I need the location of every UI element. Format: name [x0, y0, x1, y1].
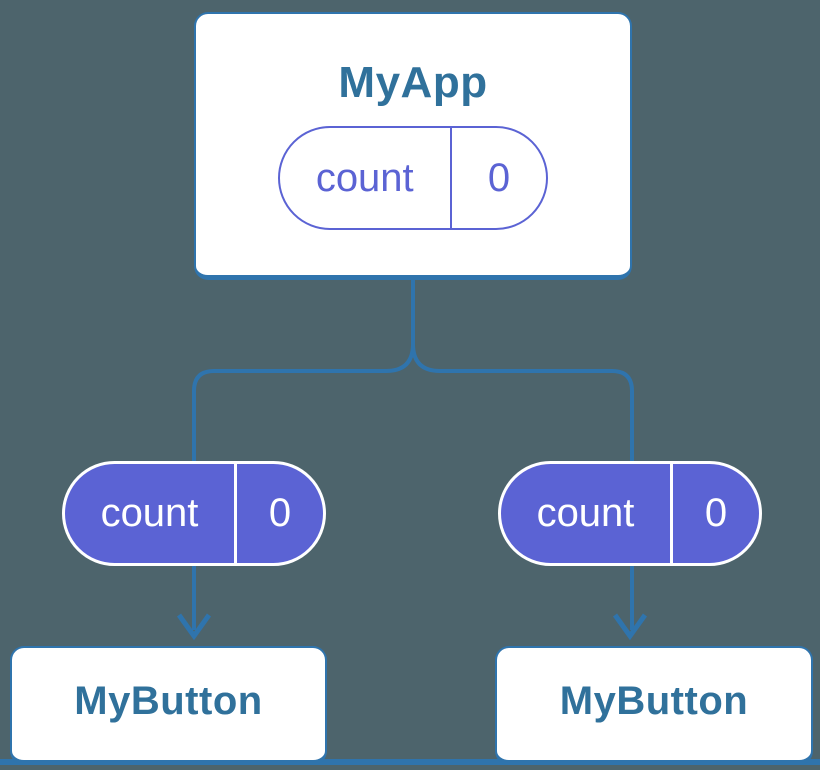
arrowhead-left-icon [176, 613, 212, 641]
pill-divider [234, 464, 237, 563]
prop-label: count [100, 491, 199, 535]
pill-divider [449, 128, 452, 228]
state-pill-myapp: count 0 [278, 126, 548, 230]
component-title: MyButton [559, 678, 749, 723]
component-card-mybutton-left: MyButton [10, 646, 327, 765]
prop-pill-right: count 0 [498, 461, 762, 566]
component-title: MyButton [74, 678, 263, 723]
arrowhead-right-icon [612, 613, 648, 641]
state-value: 0 [487, 155, 511, 200]
prop-label: count [536, 491, 635, 535]
component-card-mybutton-right: MyButton [495, 646, 813, 765]
prop-value: 0 [704, 491, 728, 535]
component-card-myapp: MyApp count 0 [194, 12, 632, 280]
prop-value: 0 [268, 491, 292, 535]
state-label: count [315, 155, 414, 200]
baseline-rule [0, 759, 820, 765]
pill-divider [670, 464, 673, 563]
prop-pill-left: count 0 [62, 461, 326, 566]
component-title: MyApp [338, 58, 488, 107]
